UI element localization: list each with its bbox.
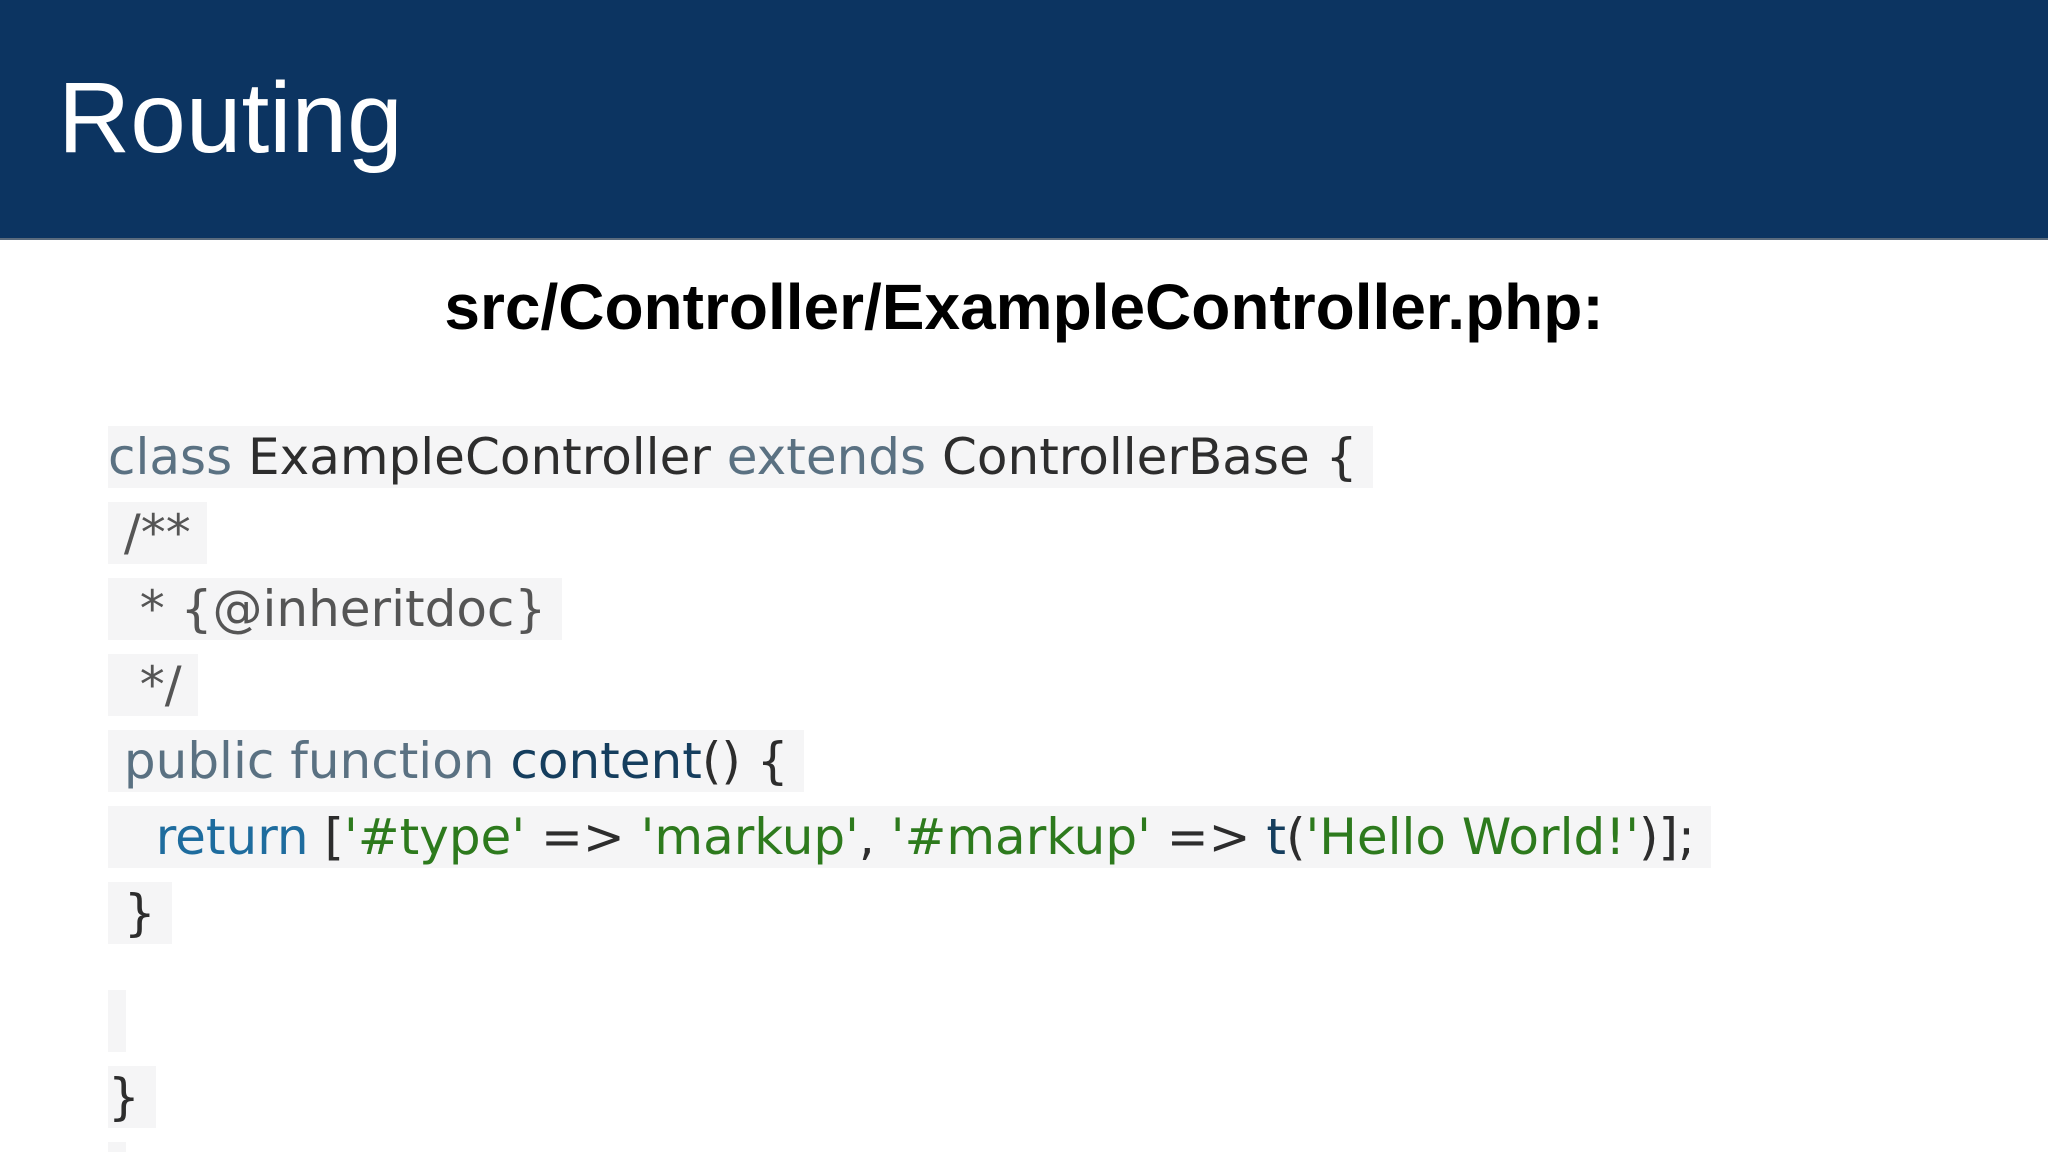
keyword-return: return — [155, 808, 309, 866]
class-close-brace: } — [108, 1068, 140, 1126]
code-line-class-declaration: class ExampleController extends Controll… — [108, 426, 1374, 488]
call-open: ( — [1286, 808, 1306, 866]
parent-class: ControllerBase { — [926, 428, 1358, 486]
keyword-public-function: public function — [108, 732, 511, 790]
method-parens: () { — [701, 732, 789, 790]
doc-comment-close: */ — [108, 656, 182, 714]
doc-comment-open: /** — [108, 504, 191, 562]
keyword-extends: extends — [726, 428, 927, 486]
code-line-trailing — [108, 1142, 126, 1152]
arrow-operator: => — [525, 808, 641, 866]
translate-function: t — [1266, 808, 1287, 866]
keyword-class: class — [108, 428, 233, 486]
class-name: ExampleController — [232, 428, 727, 486]
array-close: )]; — [1639, 808, 1695, 866]
code-line-doc-inheritdoc: * {@inheritdoc} — [108, 578, 563, 640]
string-type-key: '#type' — [343, 808, 526, 866]
method-close-brace: } — [108, 884, 156, 942]
return-indent — [108, 808, 156, 866]
code-line-doc-open: /** — [108, 502, 207, 564]
title-bar: Routing — [0, 0, 2048, 240]
slide-title: Routing — [58, 62, 403, 174]
string-markup-key: '#markup' — [890, 808, 1151, 866]
method-name: content — [510, 732, 702, 790]
file-path-label: src/Controller/ExampleController.php: — [444, 271, 1604, 343]
code-line-method-declaration: public function content() { — [108, 730, 805, 792]
code-block: class ExampleController extends Controll… — [108, 0, 2008, 1152]
code-line-method-close: } — [108, 882, 172, 944]
comma-separator: , — [858, 808, 891, 866]
string-hello-world: 'Hello World!' — [1305, 808, 1639, 866]
code-line-return-statement: return ['#type' => 'markup', '#markup' =… — [108, 806, 1711, 868]
code-line-doc-close: */ — [108, 654, 198, 716]
array-open: [ — [308, 808, 344, 866]
string-markup-value: 'markup' — [640, 808, 859, 866]
doc-comment-inheritdoc: * {@inheritdoc} — [108, 580, 547, 638]
arrow-operator: => — [1150, 808, 1267, 866]
code-line-blank — [108, 990, 126, 1052]
code-line-class-close: } — [108, 1066, 156, 1128]
